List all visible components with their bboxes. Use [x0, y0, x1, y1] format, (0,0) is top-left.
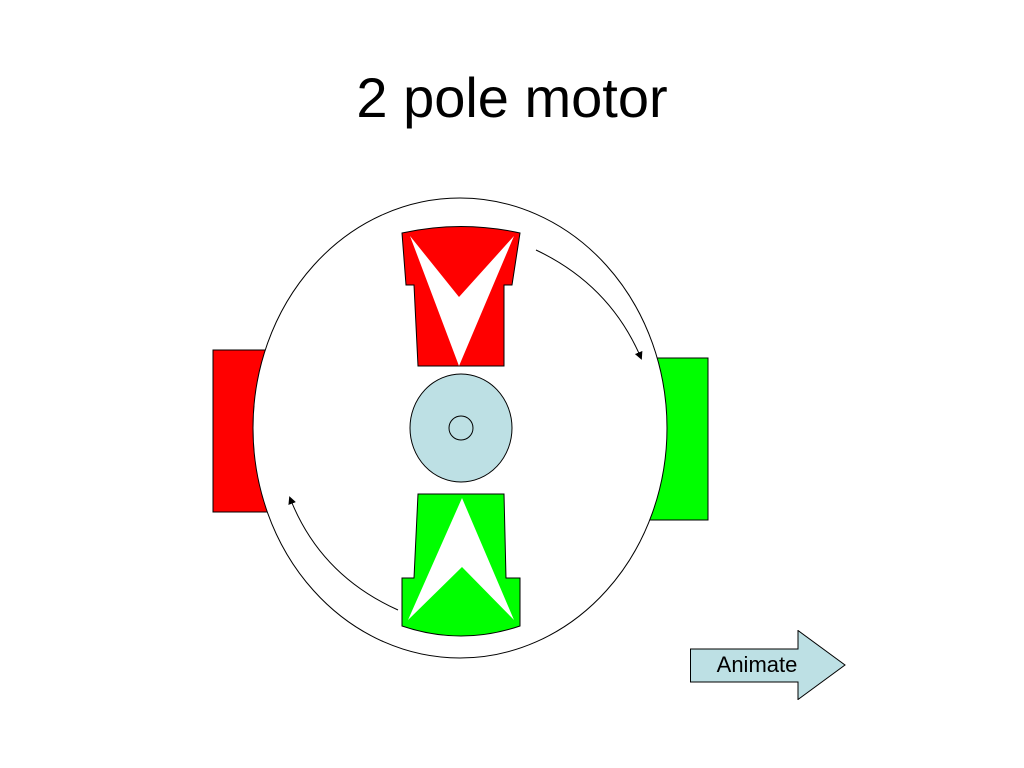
animate-button[interactable]: Animate	[690, 630, 846, 700]
rotation-arrow-bottom	[288, 496, 399, 611]
right-arrow-icon	[690, 630, 846, 700]
rotation-arrow-top	[535, 249, 643, 360]
shaft-center	[448, 415, 474, 441]
slide-title: 2 pole motor	[356, 66, 668, 129]
rotor-bottom-pole-chevron	[408, 498, 514, 620]
animate-button-label: Animate	[716, 652, 798, 677]
rotor-top-pole-chevron	[410, 236, 514, 366]
